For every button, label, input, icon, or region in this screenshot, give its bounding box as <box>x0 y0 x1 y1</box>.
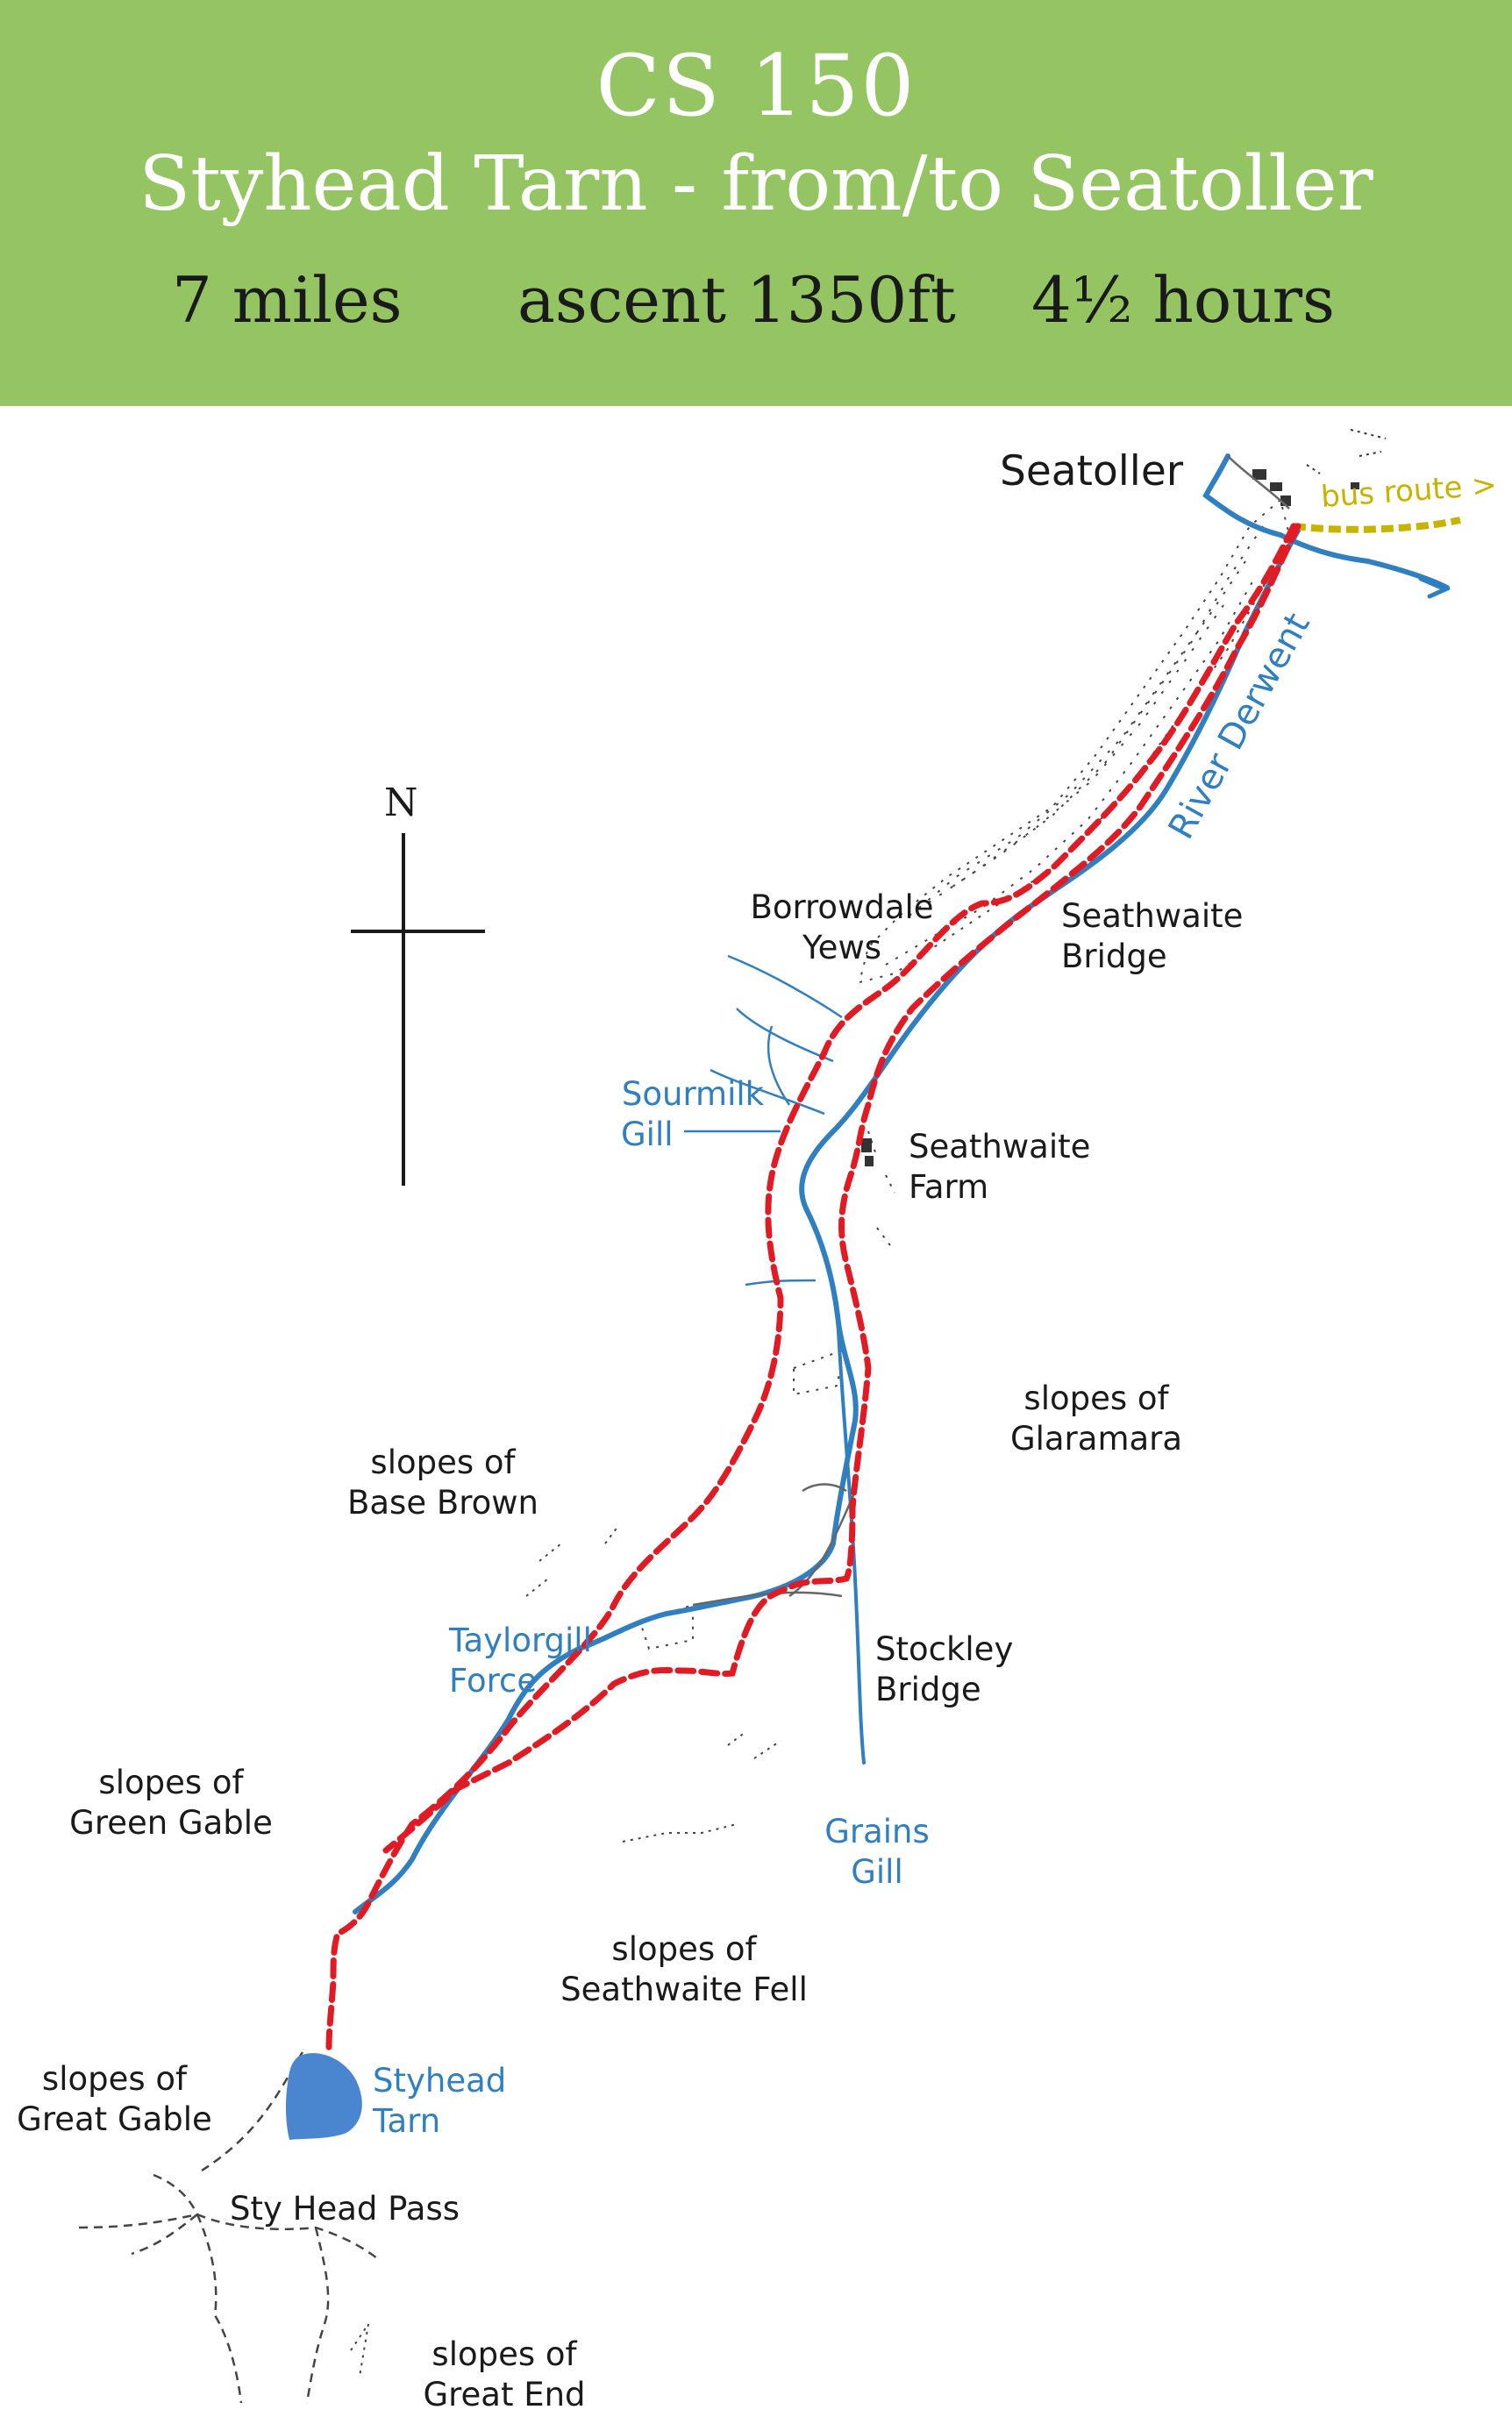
seathwaite-farm-label: Seathwaite Farm <box>909 1127 1090 1208</box>
route-code: CS 150 <box>596 37 916 135</box>
base-brown-label: slopes of Base Brown <box>342 1443 544 1523</box>
woodland-shading <box>858 498 1291 984</box>
route-distance: 7 miles <box>172 263 403 337</box>
bus-route-line <box>1293 517 1461 533</box>
seathwaite-fell-line2: Seathwaite Fell <box>560 1971 808 2008</box>
great-end-label: slopes of Great End <box>412 2335 596 2415</box>
route-time: 4½ hours <box>1031 263 1335 337</box>
sty-head-pass-label: Sty Head Pass <box>230 2190 460 2228</box>
borrowdale-yews-line1: Borrowdale <box>750 888 934 926</box>
grains-gill-line1: Grains <box>824 1813 930 1850</box>
seathwaite-bridge-line1: Seathwaite <box>1061 897 1244 935</box>
north-arrow-icon <box>351 833 485 1186</box>
title-banner: CS 150 Styhead Tarn - from/to Seatoller … <box>0 0 1512 406</box>
route-map <box>78 429 1461 2404</box>
glaramara-line2: Glaramara <box>1009 1420 1183 1458</box>
seathwaite-farm-line1: Seathwaite <box>909 1128 1091 1166</box>
seatoller-label: Seatoller <box>1000 447 1184 495</box>
borrowdale-yews-label: Borrowdale Yews <box>741 888 943 968</box>
green-gable-line2: Green Gable <box>69 1804 273 1842</box>
grains-gill-label: Grains Gill <box>816 1812 938 1893</box>
seathwaite-fell-line1: slopes of <box>611 1930 757 1968</box>
stockley-bridge-label: Stockley Bridge <box>875 1629 1013 1710</box>
great-end-line1: slopes of <box>431 2335 577 2373</box>
grains-gill-line2: Gill <box>851 1853 903 1891</box>
stockley-bridge-line2: Bridge <box>875 1671 981 1708</box>
great-gable-label: slopes of Great Gable <box>7 2059 222 2140</box>
seathwaite-bridge-label: Seathwaite Bridge <box>1061 896 1243 977</box>
styhead-tarn-line1: Styhead <box>373 2062 507 2100</box>
styhead-tarn-label: Styhead Tarn <box>373 2061 506 2142</box>
stockley-bridge-line1: Stockley <box>875 1630 1014 1668</box>
streams <box>684 954 843 1287</box>
sourmilk-gill-line2: Gill <box>621 1116 674 1153</box>
base-brown-line1: slopes of <box>370 1444 516 1481</box>
building-icons <box>861 469 1359 1166</box>
tracks <box>692 455 1290 1607</box>
woodland-shading <box>350 1130 895 2378</box>
route-title: Styhead Tarn - from/to Seatoller <box>139 140 1373 228</box>
green-gable-label: slopes of Green Gable <box>61 1763 281 1843</box>
great-end-line2: Great End <box>423 2376 586 2413</box>
green-gable-line1: slopes of <box>98 1764 244 1801</box>
walking-route <box>325 523 1302 2051</box>
village-markers <box>1306 429 1387 474</box>
taylorgill-force-line2: Force <box>449 1662 538 1700</box>
seathwaite-fell-label: slopes of Seathwaite Fell <box>553 1929 816 2010</box>
borrowdale-yews-line2: Yews <box>802 929 881 966</box>
route-ascent: ascent 1350ft <box>517 263 956 337</box>
seathwaite-bridge-line2: Bridge <box>1061 938 1167 975</box>
styhead-tarn <box>285 2053 362 2140</box>
sourmilk-gill-label: Sourmilk Gill <box>614 1074 772 1155</box>
seathwaite-farm-line2: Farm <box>909 1168 989 1206</box>
north-label: N <box>384 781 418 825</box>
taylorgill-force-line1: Taylorgill <box>449 1622 592 1659</box>
base-brown-line2: Base Brown <box>347 1484 538 1522</box>
glaramara-line1: slopes of <box>1023 1380 1169 1417</box>
great-gable-line1: slopes of <box>41 2060 188 2098</box>
styhead-tarn-line2: Tarn <box>373 2102 441 2140</box>
glaramara-label: slopes of Glaramara <box>1000 1379 1193 1459</box>
sourmilk-gill-line1: Sourmilk <box>621 1075 765 1113</box>
great-gable-line2: Great Gable <box>17 2100 212 2138</box>
river-derwent <box>353 453 1451 1914</box>
taylorgill-force-label: Taylorgill Force <box>449 1621 592 1701</box>
